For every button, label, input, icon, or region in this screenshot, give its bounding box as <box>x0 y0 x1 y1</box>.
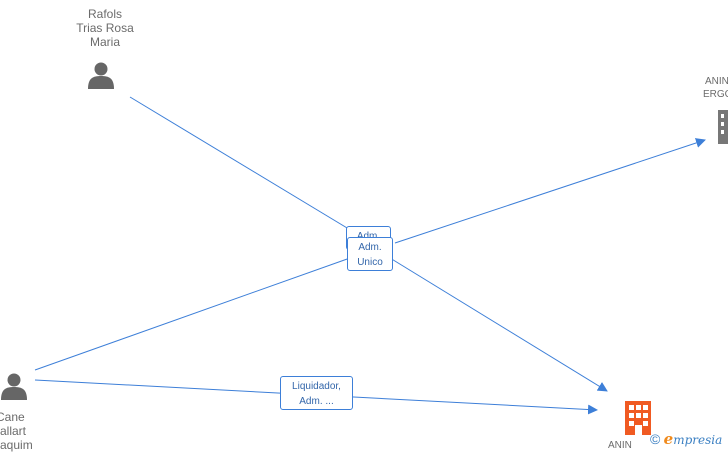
company-name-bottom[interactable]: ANIN <box>608 439 648 452</box>
edge-cane-to-hub <box>34 257 351 371</box>
company-name-top-right[interactable]: ANIN ERGC <box>700 75 728 101</box>
brand-e: e <box>663 430 674 448</box>
edge-label-liquidador[interactable]: Liquidador, Adm. ... <box>280 376 353 410</box>
building-icon[interactable] <box>718 110 728 144</box>
edge-label-line: Adm. <box>358 242 382 253</box>
name-line: ANIN <box>705 76 728 87</box>
edge-label-line: Adm. <box>351 230 386 243</box>
edge-label-line: Liquidador, <box>292 381 341 392</box>
person-name-cane[interactable]: Cane allart aquim <box>0 410 36 452</box>
edge-label-line: Adm. ... <box>299 396 334 407</box>
edge-label-line: Unico <box>357 257 383 268</box>
name-line: Cane <box>0 410 25 424</box>
name-line: ERGC <box>703 89 728 100</box>
person-icon[interactable] <box>1 373 27 401</box>
name-line: aquim <box>0 438 33 452</box>
edge-label-adm-unico[interactable]: Adm. Unico <box>347 237 393 271</box>
person-name-rafols[interactable]: Rafols Trias Rosa Maria <box>50 7 160 49</box>
empresia-logo[interactable]: © empresia <box>650 430 722 448</box>
person-icon[interactable] <box>88 62 114 90</box>
edge-rafols-to-hub <box>129 96 368 241</box>
building-icon[interactable] <box>625 401 651 435</box>
brand-text: mpresia <box>673 433 723 447</box>
name-line: ANIN <box>608 440 632 451</box>
name-line: Maria <box>89 35 120 49</box>
name-line: allart <box>0 424 27 438</box>
edge-hub-to-company-top <box>394 138 706 244</box>
edge-hub-to-company-bottom <box>389 257 608 392</box>
name-line: Rafols <box>87 7 122 21</box>
copyright-symbol: © <box>650 431 661 447</box>
name-line: Trias Rosa <box>76 21 134 35</box>
